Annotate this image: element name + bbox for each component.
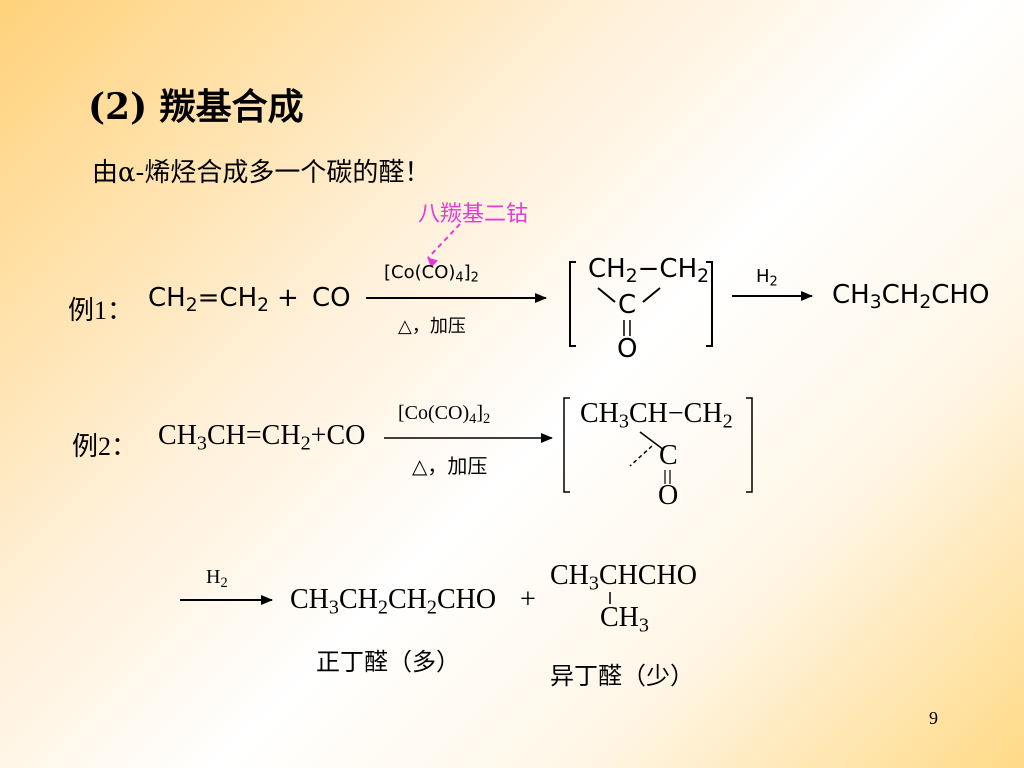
ex1-reagent: H2: [756, 266, 778, 290]
step3-plus: +: [520, 584, 536, 615]
ex2-intermediate-top: CH3CH−CH2: [580, 398, 733, 433]
ex1-intermediate-o: O: [617, 334, 638, 364]
ex1-intermediate-top: CH2−CH2: [588, 254, 710, 288]
product-isobutanal-branch: CH3: [600, 602, 649, 637]
product-isobutanal-top: CH3CHCHO: [550, 560, 697, 595]
ex1-catalyst: [Co(CO)4]2: [384, 262, 479, 286]
ex1-bracket-right: [706, 261, 713, 347]
ex1-plus: +: [277, 283, 299, 313]
slide-title: (2) 羰基合成: [88, 86, 304, 128]
ex2-catalyst: [Co(CO)4]2: [398, 402, 491, 428]
ex1-label: 例1：: [68, 296, 134, 325]
note-pointer: [427, 223, 461, 268]
catalyst-note: 八羰基二钴: [418, 202, 529, 227]
ex2-intermediate-c: C: [659, 440, 678, 471]
ex2-label: 例2：: [72, 432, 138, 461]
product-butanal: CH3CH2CH2CHO: [290, 584, 497, 619]
ex1-reactant-b: CO: [312, 283, 351, 313]
ex1-bracket-left: [569, 261, 576, 347]
page-number: 9: [929, 708, 938, 728]
step3-reagent: H2: [206, 566, 228, 592]
ex2-bracket-right: [746, 397, 753, 493]
ex1-intermediate-c: C: [618, 290, 637, 320]
ex1-bond-left: [597, 287, 616, 303]
ex2-bond-2: [629, 445, 653, 467]
ex1-condition: △，加压: [398, 316, 466, 337]
ex2-condition: △，加压: [412, 456, 488, 478]
ex2-intermediate-o: O: [658, 480, 679, 511]
ex1-product: CH3CH2CHO: [832, 280, 990, 314]
ex1-reactant-a: CH2=CH2: [148, 283, 270, 317]
ex1-bond-right: [642, 287, 661, 303]
isobutanal-name: 异丁醛（少）: [550, 664, 694, 690]
ex2-bracket-left: [563, 397, 570, 493]
ex2-bond-1: [639, 431, 665, 451]
ex2-reactant: CH3CH=CH2+CO: [158, 420, 366, 455]
intro-text: 由α-烯烃合成多一个碳的醛！: [92, 158, 431, 188]
butanal-name: 正丁醛（多）: [316, 650, 460, 676]
